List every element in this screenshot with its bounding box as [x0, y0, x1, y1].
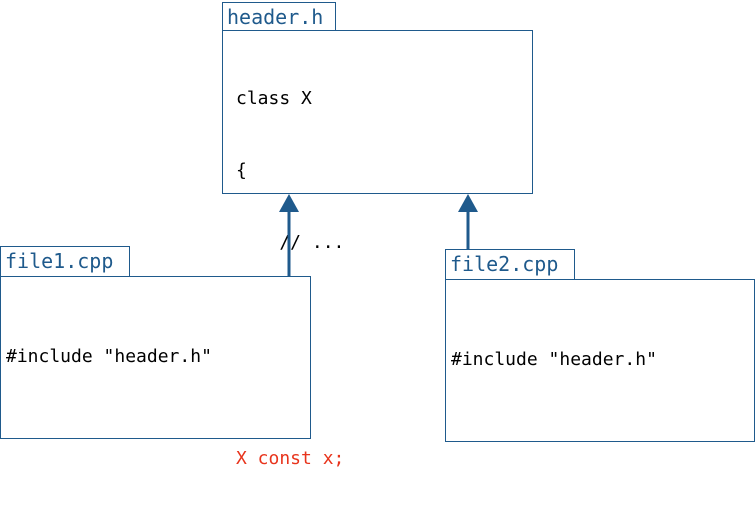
arrow-file1-head: [279, 194, 299, 212]
header-code-line-class: class X: [236, 88, 312, 109]
include-arrows: [279, 194, 478, 276]
file1-code: #include "header.h": [6, 297, 212, 417]
file2-include-line: #include "header.h": [451, 349, 657, 370]
header-file-box: class X { // ... }; X const x;: [222, 30, 533, 469]
header-file-name: header.h: [227, 5, 324, 29]
file2-code: #include "header.h": [451, 300, 657, 420]
header-code-line-const-declaration: X const x;: [236, 448, 345, 469]
file1-tab: file1.cpp: [0, 246, 130, 277]
file2-tab: file2.cpp: [445, 249, 575, 280]
file1-box: #include "header.h": [0, 276, 311, 439]
file2-box: #include "header.h": [445, 279, 755, 442]
file1-include-line: #include "header.h": [6, 346, 212, 367]
header-file-tab: header.h: [222, 2, 336, 31]
arrow-file2-to-header: [458, 194, 478, 249]
arrow-file1-to-header: [279, 194, 299, 276]
file2-name: file2.cpp: [450, 252, 559, 276]
arrow-file2-head: [458, 194, 478, 212]
file1-name: file1.cpp: [5, 249, 114, 273]
header-code-line-open-brace: {: [236, 160, 247, 181]
